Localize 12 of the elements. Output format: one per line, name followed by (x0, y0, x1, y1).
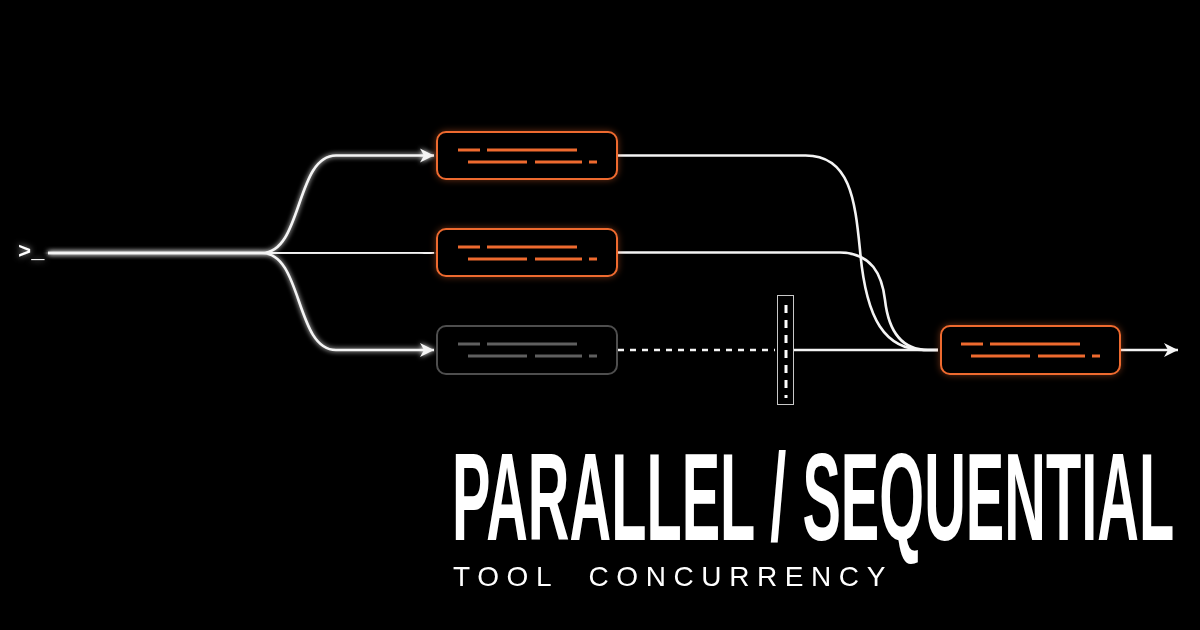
arrow (48, 251, 434, 357)
subtitle: TOOL CONCURRENCY (453, 566, 893, 589)
prompt-symbol: >_ (18, 240, 48, 266)
task-card (436, 131, 618, 180)
waiting-task-card (436, 325, 618, 375)
title: PARALLEL / SEQUENTIAL (452, 431, 1175, 564)
connector-line (618, 348, 775, 352)
gate-barrier (777, 295, 794, 405)
connector-line (794, 348, 938, 352)
arrow (1121, 343, 1178, 357)
task-card (940, 325, 1121, 375)
task-card (436, 228, 618, 277)
